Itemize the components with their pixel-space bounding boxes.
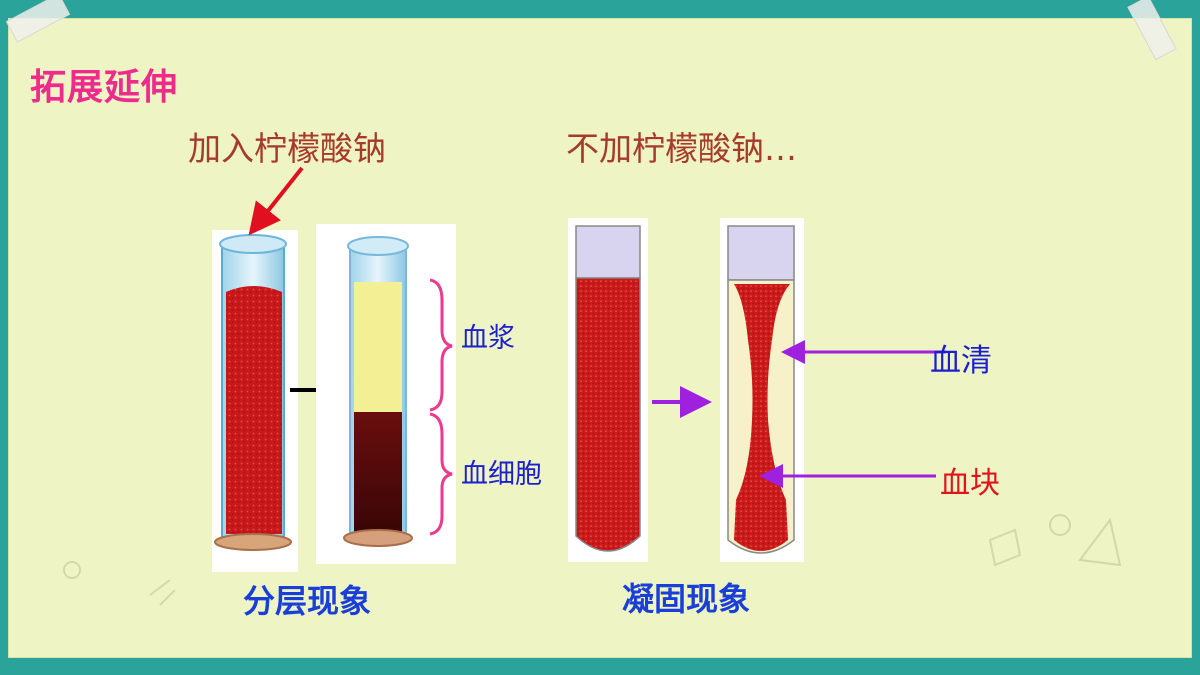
- label-blood-cells: 血细胞: [461, 459, 542, 490]
- slide-title: 拓展延伸: [30, 67, 179, 108]
- label-serum: 血清: [930, 343, 992, 379]
- cylinder-separated: [316, 224, 456, 564]
- cylinder-with-citrate: [212, 230, 298, 572]
- caption-separation: 分层现象: [243, 582, 372, 620]
- caption-coagulation: 凝固现象: [622, 580, 751, 618]
- test-tube-clotting: [568, 218, 648, 562]
- plasma-bracket: [429, 278, 453, 412]
- header-with-citrate: 加入柠檬酸钠: [188, 129, 386, 168]
- label-clot: 血块: [940, 466, 1000, 501]
- doodle-decoration: [63, 514, 1122, 606]
- red-pointer-arrow: [248, 166, 304, 236]
- blood-cells-bracket: [429, 412, 453, 536]
- header-without-citrate: 不加柠檬酸钠…: [566, 129, 797, 168]
- test-tube-serum-clot: [720, 218, 804, 562]
- label-plasma: 血浆: [461, 323, 515, 354]
